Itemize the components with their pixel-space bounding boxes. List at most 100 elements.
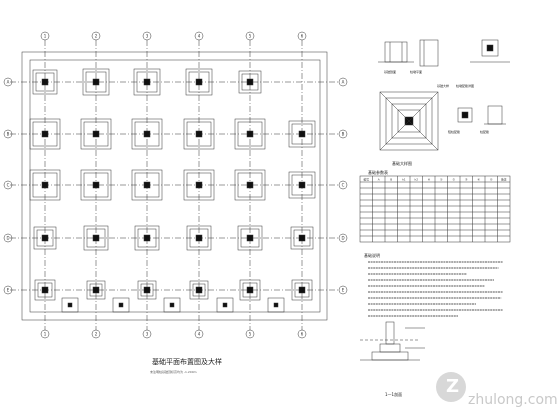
- grid-bubble: [40, 31, 50, 41]
- footing-detail-step: [391, 103, 427, 139]
- footing-inner: [291, 174, 313, 196]
- footing-outer: [291, 279, 313, 301]
- footing-outer: [234, 118, 266, 150]
- grid-label: 3: [146, 34, 149, 39]
- dimension-frame: [29, 59, 321, 313]
- column: [195, 78, 203, 86]
- footing-outer: [34, 279, 56, 301]
- section-step: [379, 343, 401, 353]
- grid-label: B: [7, 132, 10, 137]
- grid-bubble: [40, 329, 50, 339]
- footing-outer: [185, 68, 213, 96]
- footing-outer: [33, 226, 57, 250]
- grid-label: A: [7, 80, 10, 85]
- footing-outer: [86, 280, 106, 300]
- footing-inner: [186, 172, 212, 198]
- grid-label: B: [342, 132, 345, 137]
- detail-box: [419, 39, 439, 67]
- footing-outer: [183, 118, 215, 150]
- footing-inner: [140, 283, 154, 297]
- grid-label: 1: [44, 332, 47, 337]
- column: [246, 181, 254, 189]
- table-header: A: [378, 178, 380, 182]
- footing-outer: [83, 225, 109, 251]
- grid-label: 2: [95, 332, 98, 337]
- footing-outer: [234, 169, 266, 201]
- footing-inner: [188, 71, 210, 93]
- footing-outer: [112, 297, 130, 313]
- grid-bubble: [297, 31, 307, 41]
- grid-bubble: [142, 329, 152, 339]
- detail-diagonal: [379, 91, 439, 151]
- column: [41, 130, 49, 138]
- footing-inner: [134, 172, 160, 198]
- footing-inner: [83, 121, 109, 147]
- grid-bubble: [142, 31, 152, 41]
- watermark-logo-letter: Z: [446, 376, 460, 397]
- grid-bubble: [3, 77, 13, 87]
- footing-outer: [134, 225, 160, 251]
- grid-label: D: [341, 236, 344, 241]
- grid-label: 5: [249, 34, 252, 39]
- grid-bubble: [3, 285, 13, 295]
- footing-outer: [186, 225, 212, 251]
- column: [298, 130, 306, 138]
- grid-bubble: [3, 233, 13, 243]
- table-header: h2: [414, 178, 418, 182]
- table-header: h1: [402, 178, 406, 182]
- column: [143, 234, 151, 242]
- footing-inner: [192, 283, 206, 297]
- grid-bubble: [194, 329, 204, 339]
- detail-box: [481, 39, 499, 57]
- grid-label: 5: [249, 332, 252, 337]
- column: [169, 302, 175, 308]
- table-header: 编号: [363, 178, 369, 182]
- footing-detail-step: [397, 109, 421, 133]
- grid-label: 3: [146, 332, 149, 337]
- grid-label: E: [342, 288, 345, 293]
- small-label: 柱墩配筋详图: [456, 84, 475, 88]
- grid-label: A: [342, 80, 345, 85]
- grid-label: C: [342, 183, 345, 188]
- column: [246, 130, 254, 138]
- footing-inner: [189, 228, 209, 248]
- table-header: ⑤: [490, 178, 493, 182]
- small-label: 柱墩平面: [410, 70, 423, 74]
- footing-inner: [241, 73, 259, 91]
- table-header: 备注: [501, 178, 507, 182]
- grid-bubble: [338, 285, 348, 295]
- detail-box: [384, 41, 408, 63]
- footing-outer: [239, 279, 261, 301]
- column: [486, 44, 494, 52]
- footing-outer: [288, 120, 316, 148]
- table-header: ④: [477, 178, 480, 182]
- column: [195, 234, 203, 242]
- column: [92, 78, 100, 86]
- table-header: H: [428, 178, 430, 182]
- footing-outer: [216, 297, 234, 313]
- column: [41, 234, 49, 242]
- footing-inner: [86, 228, 106, 248]
- column: [298, 234, 306, 242]
- footing-outer: [32, 69, 58, 95]
- small-label: 基础剖面: [384, 70, 397, 74]
- column: [298, 286, 306, 294]
- footing-outer: [237, 225, 263, 251]
- footing-detail-outer: [379, 91, 439, 151]
- footing-inner: [237, 121, 263, 147]
- grid-label: 4: [198, 332, 201, 337]
- grid-label: C: [7, 183, 10, 188]
- column: [143, 286, 151, 294]
- grid-bubble: [338, 129, 348, 139]
- notes-title: 基础说明: [364, 253, 380, 258]
- table-header: B: [390, 178, 392, 182]
- footing-inner: [89, 283, 103, 297]
- footing-inner: [83, 172, 109, 198]
- footing-detail-step: [385, 97, 433, 145]
- footing-inner: [35, 72, 55, 92]
- column: [143, 78, 151, 86]
- column: [195, 286, 203, 294]
- footing-outer: [163, 297, 181, 313]
